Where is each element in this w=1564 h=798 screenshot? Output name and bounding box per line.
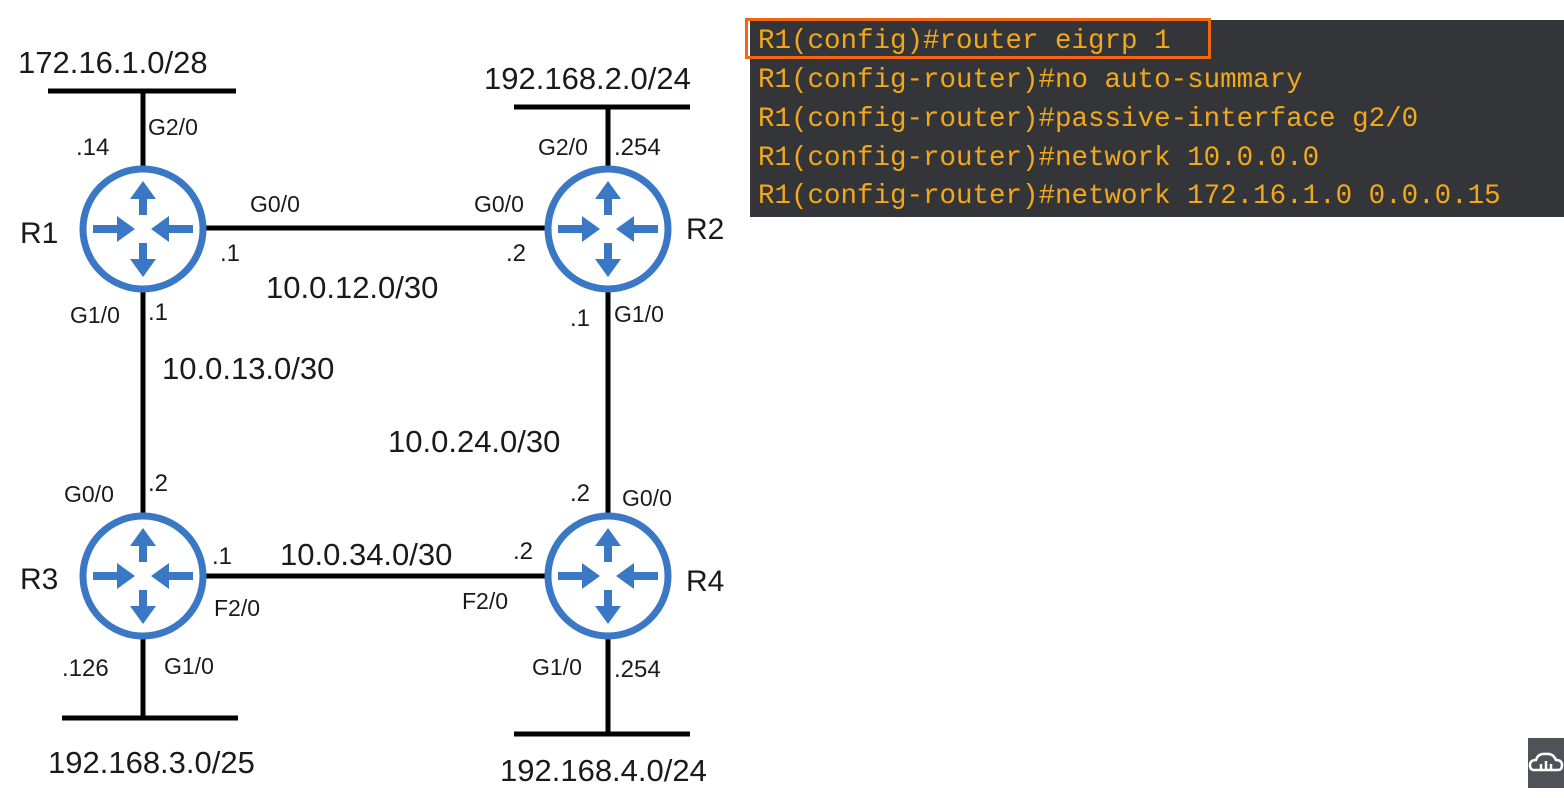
address-label: .2 [148, 470, 168, 497]
interface-label: G0/0 [64, 481, 114, 507]
network-label-lan-r4: 192.168.4.0/24 [500, 753, 707, 788]
network-topology-diagram: R1 R2 R3 R4 172.16.1.0/28 192.168.2.0/24… [18, 45, 724, 788]
interface-label: G0/0 [622, 485, 672, 511]
address-label: .1 [148, 299, 168, 326]
cli-terminal: R1(config)#router eigrp 1 R1(config-rout… [750, 20, 1564, 217]
cli-line: R1(config-router)#no auto-summary [758, 65, 1303, 96]
cli-line: R1(config-router)#network 172.16.1.0 0.0… [758, 181, 1501, 212]
interface-label: G2/0 [538, 134, 588, 160]
network-label-lan-r2: 192.168.2.0/24 [484, 61, 691, 96]
router-icon [548, 169, 668, 289]
cli-line: R1(config-router)#network 10.0.0.0 [758, 143, 1320, 174]
network-label-link-r1-r3: 10.0.13.0/30 [162, 351, 334, 386]
router-icon [548, 516, 668, 636]
address-label: .14 [76, 134, 109, 161]
address-label: .126 [62, 655, 109, 682]
cli-line: R1(config)#router eigrp 1 [758, 26, 1171, 57]
interface-label: G2/0 [148, 114, 198, 140]
cli-line-highlight-box [745, 18, 1211, 59]
interface-label: G0/0 [474, 191, 524, 217]
network-label-link-r1-r2: 10.0.12.0/30 [266, 270, 438, 305]
network-label-lan-r3: 192.168.3.0/25 [48, 745, 255, 780]
network-label-link-r2-r4: 10.0.24.0/30 [388, 424, 560, 459]
interface-label: G1/0 [164, 653, 214, 679]
interface-label: G1/0 [70, 302, 120, 328]
interface-label: F2/0 [462, 588, 508, 614]
interface-label: G1/0 [614, 301, 664, 327]
router-r4-label: R4 [686, 565, 724, 598]
address-label: .1 [570, 305, 590, 332]
router-icon [83, 169, 203, 289]
network-label-link-r3-r4: 10.0.34.0/30 [280, 537, 452, 572]
router-r3-label: R3 [20, 563, 58, 596]
interface-label: G0/0 [250, 191, 300, 217]
address-label: .1 [212, 543, 232, 570]
router-icon [83, 516, 203, 636]
address-label: .1 [220, 240, 240, 267]
interface-label: G1/0 [532, 654, 582, 680]
address-label: .254 [614, 656, 661, 683]
address-label: .254 [614, 134, 661, 161]
network-label-lan-r1: 172.16.1.0/28 [18, 45, 208, 80]
address-label: .2 [513, 538, 533, 565]
interface-label: F2/0 [214, 595, 260, 621]
cloud-logo-icon [1528, 738, 1564, 788]
cli-line: R1(config-router)#passive-interface g2/0 [758, 104, 1419, 135]
router-r2-label: R2 [686, 213, 724, 246]
address-label: .2 [506, 240, 526, 267]
address-label: .2 [570, 480, 590, 507]
router-r1-label: R1 [20, 217, 58, 250]
